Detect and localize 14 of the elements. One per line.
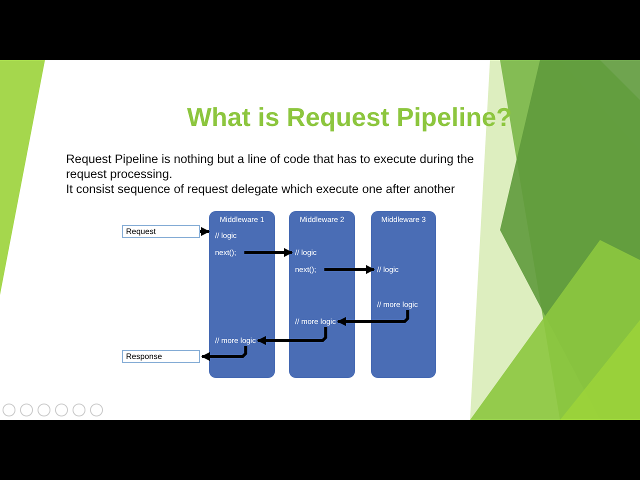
- middleware-panel: [289, 211, 355, 378]
- arrow: [336, 310, 410, 326]
- middleware-panel: [371, 211, 436, 378]
- endpoint-box: Request: [122, 225, 200, 238]
- arrow: [244, 248, 293, 257]
- body-text: Request Pipeline is nothing but a line of code that has to execute during the request processing.: [66, 152, 475, 182]
- arrow: [256, 327, 328, 345]
- endpoint-box: Response: [122, 350, 200, 363]
- arrow: [201, 346, 248, 361]
- arrow: [200, 227, 210, 236]
- arrow: [324, 265, 375, 274]
- body-text: It consist sequence of request delegate which execute one after another: [66, 182, 456, 197]
- slide-title: What is Request Pipeline?: [187, 102, 512, 133]
- middleware-panel: [209, 211, 275, 378]
